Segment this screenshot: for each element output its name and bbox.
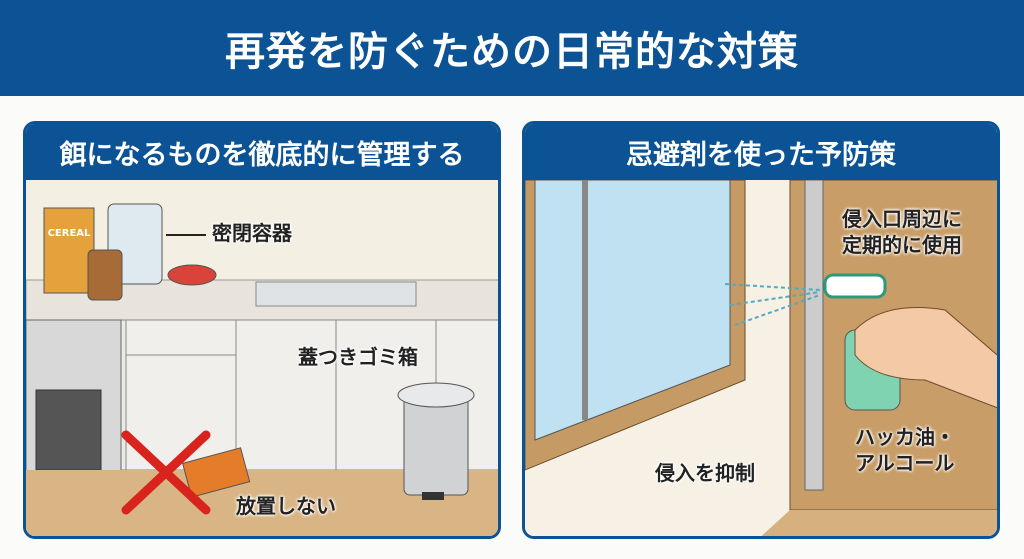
pet-bowl xyxy=(167,264,217,286)
panel-food-management: 餌になるものを徹底的に管理する CEREAL 密閉容器 蓋つきゴミ箱 放置しない xyxy=(23,121,501,539)
window-spray-illustration xyxy=(525,180,997,536)
panel-repellent: 忌避剤を使った予防策 侵入口周辺に定期的に使用 ハッカ油・アルコール 侵入を抑制 xyxy=(522,121,1000,539)
label-agent-line1: ハッカ油・ xyxy=(855,425,955,449)
label-usage-line1: 侵入口周辺に xyxy=(842,207,962,231)
label-usage: 侵入口周辺に定期的に使用 xyxy=(842,206,962,258)
kitchen-illustration: CEREAL xyxy=(26,180,498,536)
label-lidded-trash: 蓋つきゴミ箱 xyxy=(298,345,418,369)
spilled-snack-bag xyxy=(182,447,251,498)
sealed-jar xyxy=(87,249,123,301)
label-sealed-container: 密閉容器 xyxy=(212,221,292,245)
svg-text:CEREAL: CEREAL xyxy=(48,228,91,239)
panel-heading: 忌避剤を使った予防策 xyxy=(525,124,997,180)
cereal-box: CEREAL xyxy=(43,207,95,294)
trash-can-with-lid xyxy=(397,382,475,500)
spray-mist xyxy=(724,283,821,326)
title-banner: 再発を防ぐための日常的な対策 xyxy=(0,0,1024,96)
label-no-leaving: 放置しない xyxy=(236,494,336,518)
prohibited-x-icon xyxy=(121,430,211,515)
label-usage-line2: 定期的に使用 xyxy=(842,233,962,257)
page-title: 再発を防ぐための日常的な対策 xyxy=(225,29,799,75)
label-agents: ハッカ油・アルコール xyxy=(855,424,955,476)
panel-heading: 餌になるものを徹底的に管理する xyxy=(26,124,498,180)
label-effect: 侵入を抑制 xyxy=(655,461,755,485)
hand xyxy=(854,307,997,409)
label-agent-line2: アルコール xyxy=(855,451,955,475)
